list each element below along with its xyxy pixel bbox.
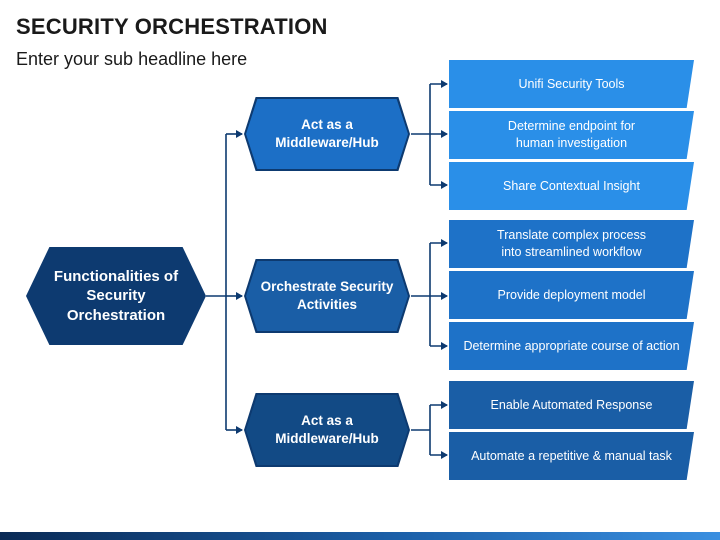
leaf-item: Determine appropriate course of action — [449, 322, 694, 370]
root-node: Functionalities of Security Orchestratio… — [26, 247, 206, 345]
leaf-label: Automate a repetitive & manual task — [471, 448, 672, 463]
leaf-label: Enable Automated Response — [490, 397, 653, 412]
branch-label: Act as a Middleware/Hub — [275, 117, 379, 150]
leaf-item: Automate a repetitive & manual task — [449, 432, 694, 480]
branch-node-middleware-2: Act as a Middleware/Hub — [244, 393, 410, 467]
branch-node-middleware-1: Act as a Middleware/Hub — [244, 97, 410, 171]
leaf-item: Enable Automated Response — [449, 381, 694, 429]
leaf-item: Determine endpoint for human investigati… — [449, 111, 694, 159]
page-subtitle: Enter your sub headline here — [16, 49, 248, 69]
leaf-label: Determine appropriate course of action — [463, 338, 680, 353]
leaf-item: Translate complex process into streamlin… — [449, 220, 694, 268]
leaf-item: Unifi Security Tools — [449, 60, 694, 108]
root-label: Functionalities of Security Orchestratio… — [53, 267, 179, 324]
page-title: SECURITY ORCHESTRATION — [16, 14, 328, 39]
branch-node-orchestrate: Orchestrate Security Activities — [244, 259, 410, 333]
leaf-item: Share Contextual Insight — [449, 162, 694, 210]
bottom-accent-bar — [0, 532, 720, 540]
leaf-item: Provide deployment model — [449, 271, 694, 319]
leaf-label: Provide deployment model — [497, 287, 646, 302]
leaf-label: Unifi Security Tools — [518, 76, 625, 91]
leaf-label: Share Contextual Insight — [503, 178, 640, 193]
leaf-label: Determine endpoint for human investigati… — [507, 119, 636, 150]
branch-label: Orchestrate Security Activities — [260, 279, 394, 312]
branch-label: Act as a Middleware/Hub — [275, 413, 379, 446]
leaf-label: Translate complex process into streamlin… — [497, 228, 646, 259]
